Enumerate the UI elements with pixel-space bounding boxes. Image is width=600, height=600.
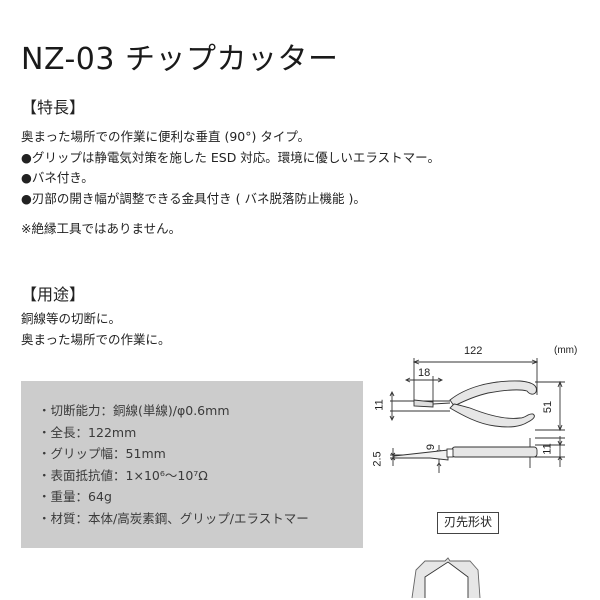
pliers-drawing — [389, 358, 565, 599]
features-list: 奥まった場所での作業に便利な垂直 (90°) タイプ。 ●グリップは静電気対策を… — [21, 127, 440, 209]
spec-item-surface-resistance: 表面抵抗値：1×10⁶〜10⁷Ω — [38, 465, 309, 487]
spec-list: 切断能力：銅線(単線)/φ0.6mm 全長：122mm グリップ幅：51mm 表… — [38, 400, 309, 529]
spec-item-grip-width: グリップ幅：51mm — [38, 443, 309, 465]
spec-item-total-length: 全長：122mm — [38, 422, 309, 444]
spec-item-cutting-capacity: 切断能力：銅線(単線)/φ0.6mm — [38, 400, 309, 422]
spec-item-weight: 重量：64g — [38, 486, 309, 508]
spec-item-material: 材質：本体/高炭素鋼、グリップ/エラストマー — [38, 508, 309, 530]
product-title: NZ-03 チップカッター — [21, 42, 339, 77]
dim-side-height: 11 — [541, 443, 554, 455]
feature-line: 奥まった場所での作業に便利な垂直 (90°) タイプ。 — [21, 129, 310, 144]
feature-line: ●グリップは静電気対策を施した ESD 対応。環境に優しいエラストマー。 — [21, 149, 440, 165]
dim-blade-length: 18 — [418, 367, 431, 379]
feature-line: ●バネ付き。 — [21, 170, 94, 185]
blade-shape-label: 刃先形状 — [437, 512, 499, 534]
usage-line: 銅線等の切断に。 — [21, 311, 122, 326]
usage-list: 銅線等の切断に。 奥まった場所での作業に。 — [21, 309, 171, 350]
dimension-diagram: 122 (mm) 18 11 51 11 2.5 9 刃先形状 — [370, 340, 600, 600]
dim-unit: (mm) — [554, 345, 578, 356]
dim-head-height: 11 — [373, 399, 386, 411]
insulation-note: ※絶縁工具ではありません。 — [21, 221, 182, 236]
spec-box: 切断能力：銅線(単線)/φ0.6mm 全長：122mm グリップ幅：51mm 表… — [21, 381, 363, 548]
feature-line: ●刃部の開き幅が調整できる金具付き ( バネ脱落防止機能 )。 — [21, 190, 366, 206]
dim-grip-width: 51 — [542, 400, 555, 414]
usage-heading: 【用途】 — [21, 285, 86, 304]
dim-total-length: 122 — [464, 345, 483, 357]
usage-line: 奥まった場所での作業に。 — [21, 331, 171, 347]
dim-joint-thickness: 9 — [425, 443, 438, 451]
features-heading: 【特長】 — [21, 98, 86, 117]
dim-tip-thickness: 2.5 — [371, 451, 384, 467]
